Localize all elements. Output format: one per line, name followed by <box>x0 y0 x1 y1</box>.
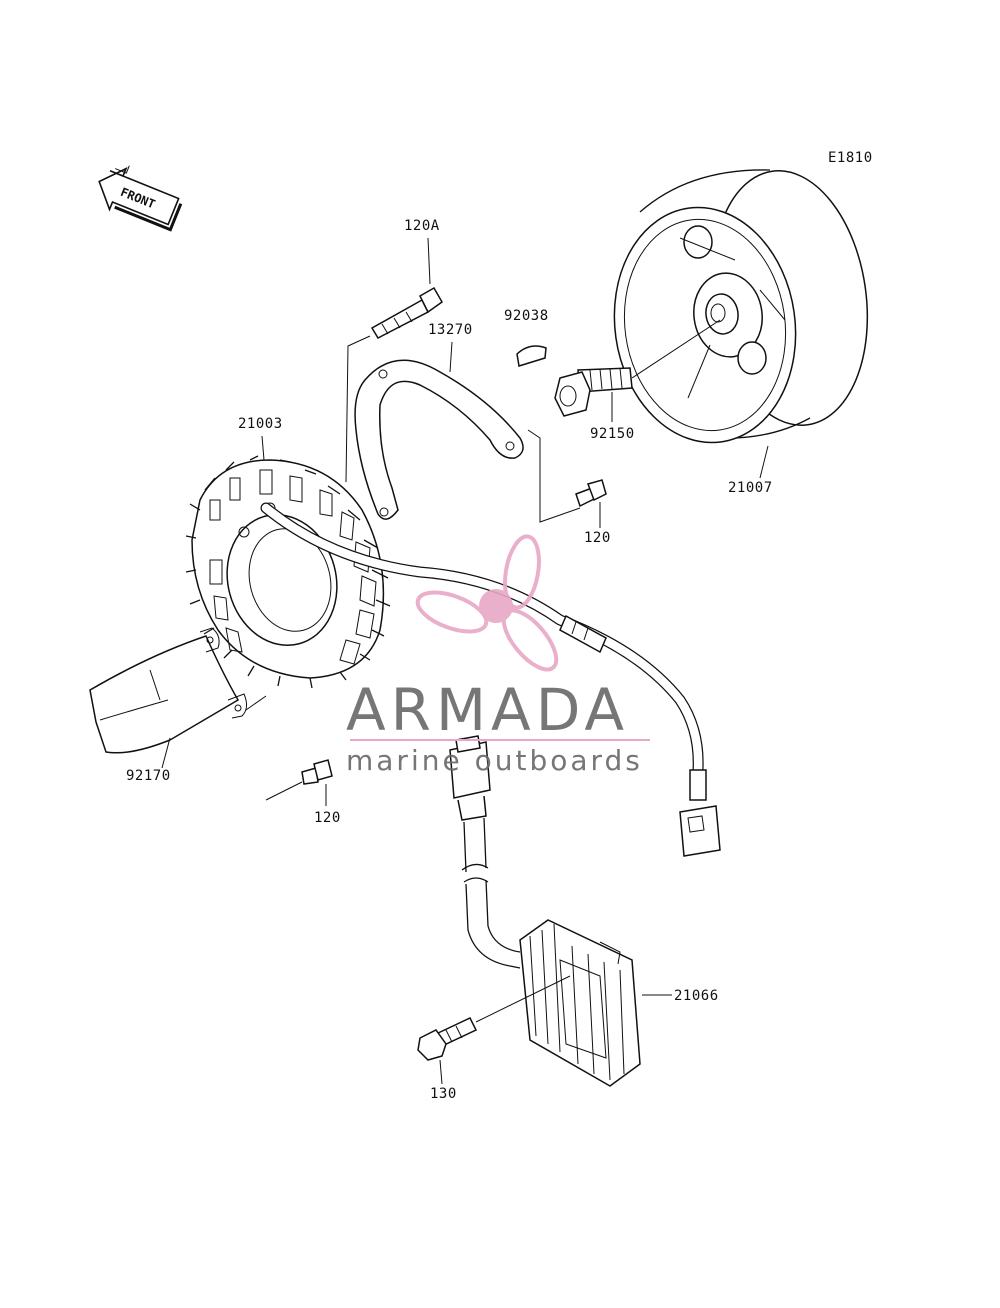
bolt-120a <box>370 286 443 339</box>
label-21007: 21007 <box>728 480 773 496</box>
label-120a: 120A <box>404 218 440 234</box>
stator-harness <box>260 502 721 857</box>
label-92150: 92150 <box>590 426 635 442</box>
label-92170: 92170 <box>126 768 171 784</box>
label-13270: 13270 <box>428 322 473 338</box>
bolt-130 <box>417 1017 478 1061</box>
armada-logo-icon <box>415 534 559 672</box>
screw-120-upper <box>575 479 607 508</box>
stator-21003 <box>185 455 391 689</box>
bolt-92150 <box>554 367 633 417</box>
label-92038: 92038 <box>504 308 549 324</box>
label-21066: 21066 <box>674 988 719 1004</box>
label-120-lower: 120 <box>314 810 341 826</box>
watermark-tagline: marine outboards <box>346 744 643 777</box>
regulator-21066 <box>519 919 641 1087</box>
screw-120-lower <box>301 759 333 785</box>
watermark-brand: ARMADA <box>346 676 629 744</box>
regulator-harness <box>449 735 521 969</box>
label-21003: 21003 <box>238 416 283 432</box>
label-130: 130 <box>430 1086 457 1102</box>
label-120-upper: 120 <box>584 530 611 546</box>
diagram-code: E1810 <box>828 150 873 166</box>
plate-13270 <box>354 359 524 520</box>
key-92038 <box>516 345 547 367</box>
cover-92170 <box>89 627 248 754</box>
front-arrow-icon: FRONT <box>98 165 183 232</box>
rotor-21007 <box>613 169 869 444</box>
